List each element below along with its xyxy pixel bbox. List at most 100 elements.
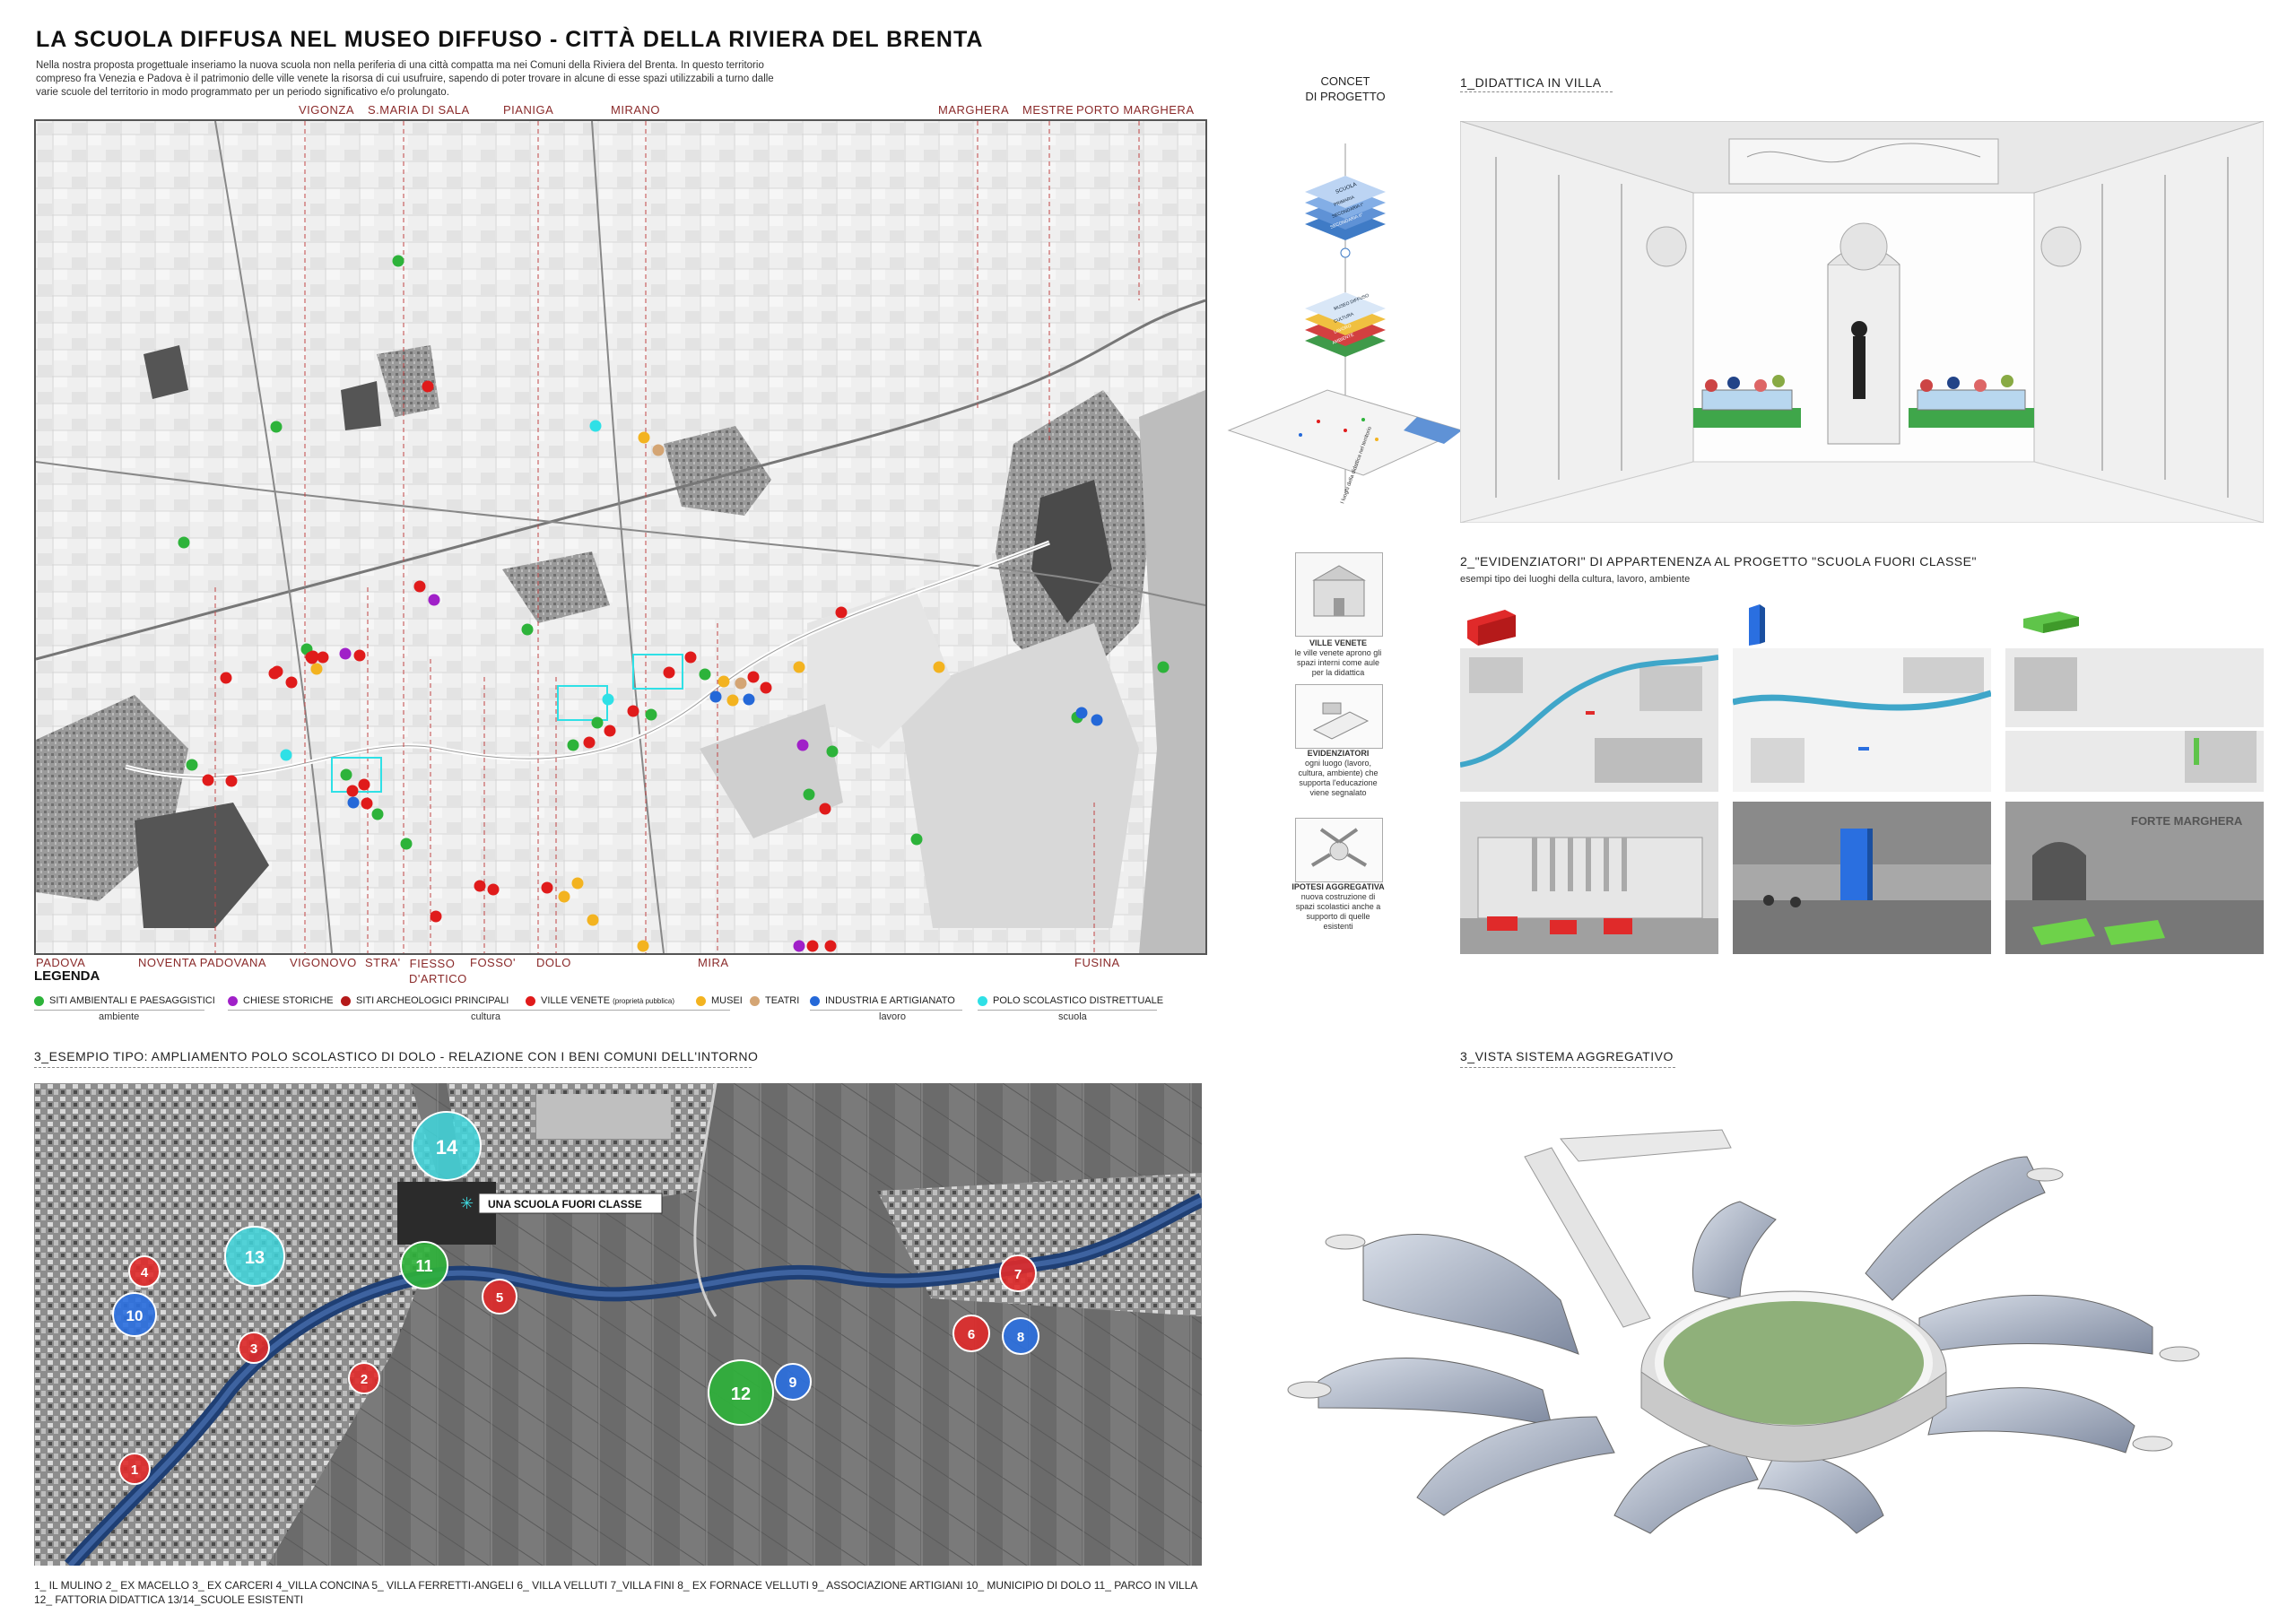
- section-1-label: 1_DIDATTICA IN VILLA: [1460, 75, 1602, 90]
- marker-2[interactable]: 2: [348, 1362, 380, 1394]
- legend-swatch: [34, 995, 44, 1006]
- marker-number: 10: [126, 1307, 144, 1324]
- legend-item: INDUSTRIA E ARTIGIANATO: [810, 995, 955, 1006]
- legend-label: INDUSTRIA E ARTIGIANATO: [825, 995, 955, 1006]
- concept-box-evidenziatori: [1295, 684, 1383, 749]
- town-label: FIESSO D'ARTICO: [409, 957, 467, 985]
- legend-label: SITI AMBIENTALI E PAESAGGISTICI: [49, 995, 215, 1006]
- marker-14[interactable]: 14: [412, 1111, 482, 1181]
- divider: [34, 1067, 752, 1068]
- callout: ✳ UNA SCUOLA FUORI CLASSE: [460, 1193, 663, 1214]
- divider: [1460, 91, 1613, 92]
- town-label: VIGONOVO: [290, 956, 357, 969]
- layer-stack-school: SCUOLA PRIMARIA SECONDARIA I° SECONDARIA…: [1305, 176, 1386, 240]
- concept-box2-caption: EVIDENZIATORI ogni luogo (lavoro, cultur…: [1298, 749, 1378, 797]
- legend-group-label: ambiente: [99, 1011, 140, 1022]
- legend-group-label: cultura: [471, 1011, 501, 1022]
- concept-title-line1: CONCET: [1320, 74, 1370, 88]
- town-label: FOSSO': [470, 956, 516, 969]
- town-label: MESTRE: [1022, 103, 1074, 117]
- legend-swatch: [978, 995, 987, 1006]
- legend-group-label: scuola: [1058, 1011, 1087, 1022]
- legend-item: POLO SCOLASTICO DISTRETTUALE: [978, 995, 1163, 1006]
- concept-box1-caption: VILLE VENETE le ville venete aprono gli …: [1294, 638, 1382, 677]
- sign-text: FORTE MARGHERA: [2131, 814, 2243, 828]
- marker-5[interactable]: 5: [482, 1279, 517, 1315]
- legend-swatch: [526, 995, 535, 1006]
- marker-number: 5: [496, 1290, 503, 1306]
- legend-item: TEATRI: [750, 995, 799, 1006]
- concept-box-aggregativa: [1295, 818, 1383, 882]
- evidenziatore-map-lavoro: [1733, 648, 1991, 792]
- territory-map: [34, 119, 1207, 955]
- legend-group-label: lavoro: [879, 1011, 906, 1022]
- concept-box-ville: [1295, 552, 1383, 637]
- town-label: MIRANO: [611, 103, 660, 117]
- photo-forte-marghera: FORTE MARGHERA: [2005, 802, 2264, 954]
- marker-number: 14: [436, 1136, 458, 1159]
- legend-group-line: [34, 1010, 204, 1011]
- marker-number: 9: [789, 1376, 797, 1391]
- legend-label: SITI ARCHEOLOGICI PRINCIPALI: [356, 995, 509, 1006]
- concept-title: CONCET DI PROGETTO: [1283, 74, 1408, 104]
- dolo-aerial-map: 14 13 11 12 9 10 4 3: [34, 1083, 1202, 1566]
- town-label: PIANIGA: [503, 103, 554, 117]
- town-label: MARGHERA: [938, 103, 1010, 117]
- marker-8[interactable]: 8: [1002, 1317, 1039, 1355]
- town-label: S.MARIA DI SALA: [368, 103, 470, 117]
- legend-title: LEGENDA: [34, 968, 100, 984]
- legend-label: MUSEI: [711, 995, 743, 1006]
- marker-11[interactable]: 11: [400, 1241, 448, 1289]
- concept-diagram: SCUOLA PRIMARIA SECONDARIA I° SECONDARIA…: [1227, 143, 1464, 505]
- marker-10[interactable]: 10: [112, 1292, 157, 1337]
- marker-number: 3: [250, 1341, 257, 1357]
- page-title: LA SCUOLA DIFFUSA NEL MUSEO DIFFUSO - CI…: [36, 27, 984, 52]
- intro-text: Nella nostra proposta progettuale inseri…: [36, 60, 774, 98]
- legend-group-line: [810, 1010, 962, 1011]
- marker-number: 6: [968, 1327, 975, 1342]
- legend-item: SITI AMBIENTALI E PAESAGGISTICI: [34, 995, 215, 1006]
- marker-7[interactable]: 7: [999, 1254, 1037, 1292]
- villa-interior-illustration: [1460, 121, 2264, 523]
- legend-group-line: [228, 1010, 730, 1011]
- legend-swatch: [810, 995, 820, 1006]
- photo-villa-pisani: [1460, 802, 1718, 954]
- town-label: VIGONZA: [299, 103, 355, 117]
- marker-number: 11: [415, 1257, 432, 1275]
- town-label: MIRA: [698, 956, 729, 969]
- marker-12[interactable]: 12: [708, 1359, 774, 1426]
- marker-9[interactable]: 9: [774, 1363, 812, 1401]
- callout-label: UNA SCUOLA FUORI CLASSE: [488, 1198, 642, 1211]
- town-label: FUSINA: [1074, 956, 1120, 969]
- marker-number: 12: [731, 1384, 751, 1404]
- blue-column-icon: [1749, 604, 1765, 646]
- legend-item: VILLE VENETE (proprietà pubblica): [526, 995, 674, 1006]
- town-label: PADOVA: [36, 956, 86, 969]
- green-bench-icon: [2023, 612, 2079, 633]
- legend-item: SITI ARCHEOLOGICI PRINCIPALI: [341, 995, 509, 1006]
- town-label: STRA': [365, 956, 401, 969]
- section-3b-label: 3_VISTA SISTEMA AGGREGATIVO: [1460, 1049, 1674, 1063]
- evidenziatore-map-ambiente: [2005, 648, 2264, 792]
- legend-item: MUSEI: [696, 995, 743, 1006]
- aerial-markers: 14 13 11 12 9 10 4 3: [112, 1111, 1039, 1485]
- legend-label: CHIESE STORICHE: [243, 995, 334, 1006]
- marker-6[interactable]: 6: [952, 1315, 990, 1352]
- evidenziatore-map-cultura: [1460, 648, 1718, 792]
- legend-item: CHIESE STORICHE: [228, 995, 334, 1006]
- marker-4[interactable]: 4: [128, 1255, 161, 1288]
- marker-13[interactable]: 13: [224, 1226, 285, 1287]
- marker-number: 8: [1017, 1330, 1024, 1345]
- legend-label: TEATRI: [765, 995, 800, 1006]
- legend-note: (proprietà pubblica): [613, 996, 675, 1005]
- marker-1[interactable]: 1: [118, 1453, 151, 1485]
- legend-swatch: [341, 995, 351, 1006]
- marker-3[interactable]: 3: [238, 1332, 270, 1364]
- section-3a-label: 3_ESEMPIO TIPO: AMPLIAMENTO POLO SCOLAST…: [34, 1049, 759, 1063]
- concept-map-tile: [1227, 389, 1464, 476]
- legend-label: VILLE VENETE: [541, 995, 611, 1006]
- photo-lavoro: [1733, 802, 1991, 954]
- legend-swatch: [228, 995, 238, 1006]
- marker-number: 2: [361, 1372, 368, 1387]
- legend-swatch: [750, 995, 760, 1006]
